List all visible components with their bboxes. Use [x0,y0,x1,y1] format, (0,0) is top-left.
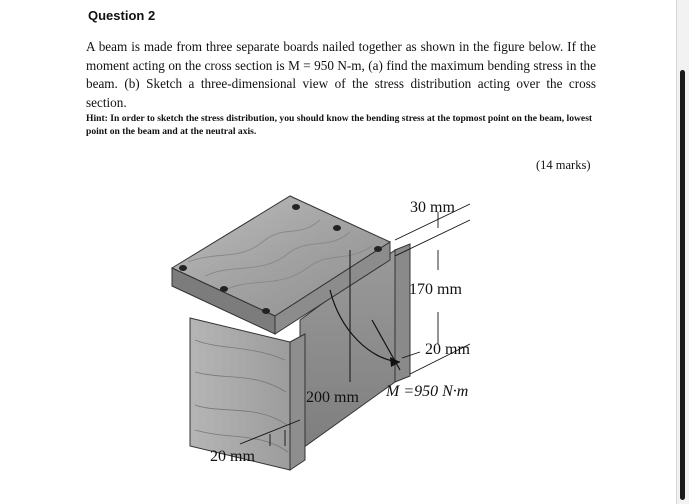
vertical-scrollbar[interactable] [676,0,689,504]
dim-left-web-label: 20 mm [210,448,255,465]
question-hint: Hint: In order to sketch the stress dist… [86,113,593,137]
question-body: A beam is made from three separate board… [86,39,596,110]
moment-arrow [329,289,401,371]
question-title: Question 2 [88,8,156,23]
scrollbar-thumb[interactable] [680,70,685,500]
bottom-dimension-lines [239,419,301,446]
back-web-board [299,243,411,451]
moment-label: M =950 N·m [385,383,468,400]
nail-heads [179,204,382,314]
dim-web-gap-label: 20 mm [425,341,470,358]
dim-flange-width-label: 200 mm [306,389,359,406]
right-dimension-lines [394,203,471,375]
dim-top-flange-label: 30 mm [410,199,455,216]
dim-web-height-label: 170 mm [409,281,462,298]
marks-label: (14 marks) [536,158,591,172]
front-web-board [189,317,306,471]
